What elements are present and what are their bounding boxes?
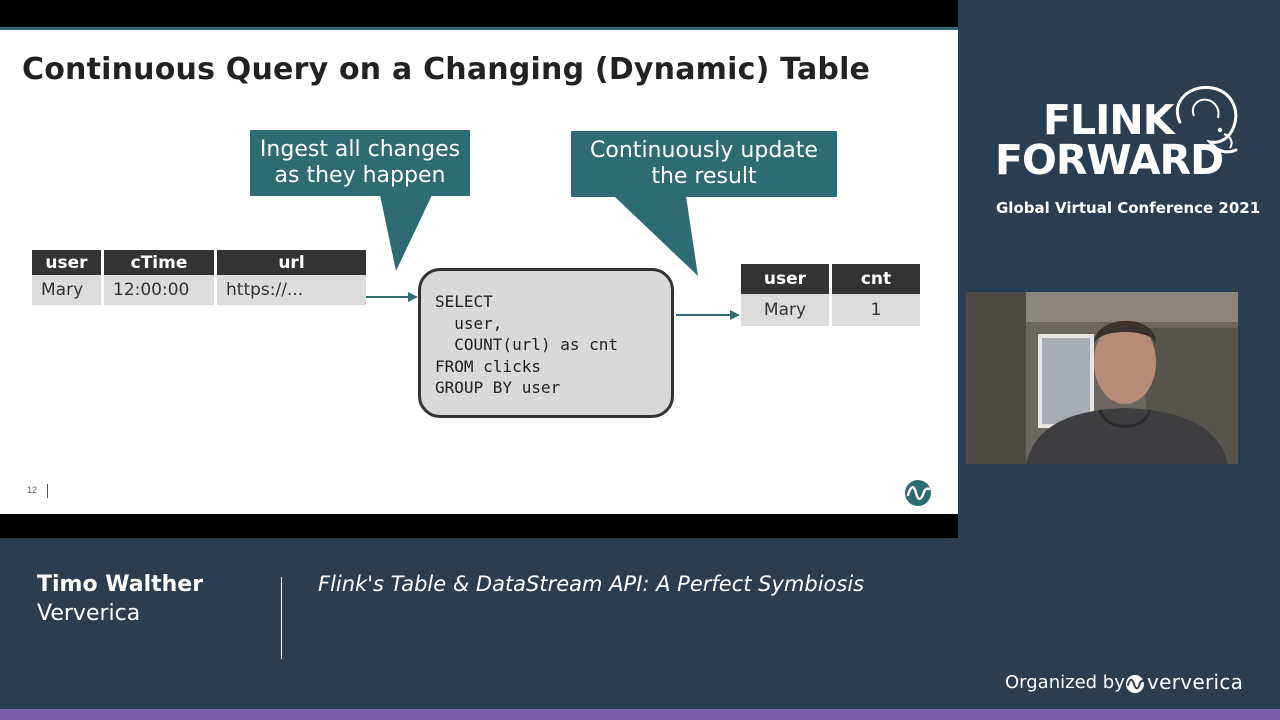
input-cell-ctime: 12:00:00 <box>104 275 214 305</box>
callout-update: Continuously update the result <box>571 131 837 197</box>
organized-by-label: Organized by <box>1005 672 1125 693</box>
speaker-company: Ververica <box>37 601 141 626</box>
output-cell-cnt: 1 <box>832 294 920 326</box>
ververica-organizer-icon <box>1126 675 1144 693</box>
slide-title: Continuous Query on a Changing (Dynamic)… <box>22 52 871 87</box>
page-number: 12 <box>27 485 38 495</box>
output-header-user: user <box>741 264 829 294</box>
page-number-divider <box>47 484 48 498</box>
output-header-cnt: cnt <box>832 264 920 294</box>
input-cell-url: https://... <box>217 275 366 305</box>
callout-ingest: Ingest all changes as they happen <box>250 130 470 196</box>
callout-update-line2: the result <box>651 164 757 189</box>
footer-divider <box>281 577 282 659</box>
sql-line-4: FROM clicks <box>435 356 541 376</box>
input-cell-user: Mary <box>32 275 101 305</box>
event-title-line2: FORWARD <box>995 136 1224 184</box>
callout-update-tail <box>614 196 698 276</box>
input-header-url: url <box>217 250 366 275</box>
video-letterbox-top <box>0 0 958 27</box>
squirrel-icon <box>1175 85 1238 154</box>
table-row: Mary 12:00:00 https://... <box>32 275 366 305</box>
sql-query-box: SELECT user, COUNT(url) as cnt FROM clic… <box>418 268 674 418</box>
callout-ingest-line1: Ingest all changes <box>259 137 461 162</box>
input-header-user: user <box>32 250 101 275</box>
bottom-accent-strip <box>0 709 1280 720</box>
table-row: Mary 1 <box>741 294 920 326</box>
event-subtitle: Global Virtual Conference 2021 <box>996 199 1261 217</box>
callout-update-line1: Continuously update <box>590 138 818 163</box>
input-header-ctime: cTime <box>104 250 214 275</box>
sql-code: SELECT user, COUNT(url) as cnt FROM clic… <box>435 291 618 399</box>
event-logo-text: FLINK FORWARD <box>995 96 1224 184</box>
input-table: user cTime url Mary 12:00:00 https://... <box>29 250 369 305</box>
speaker-name: Timo Walther <box>37 572 204 597</box>
callout-ingest-tail <box>380 195 432 271</box>
speaker-video-frame <box>966 292 1238 464</box>
sql-line-5: GROUP BY user <box>435 378 561 397</box>
arrow-into-query <box>366 292 418 302</box>
arrow-out-of-query <box>676 310 740 320</box>
sql-line-1: SELECT <box>435 292 493 311</box>
callout-ingest-line2: as they happen <box>274 163 446 188</box>
organizer-name: ververica <box>1147 670 1244 694</box>
sql-line-3: COUNT(url) as cnt <box>435 335 619 354</box>
presentation-slide: Continuous Query on a Changing (Dynamic)… <box>0 27 958 514</box>
sql-line-2: user, <box>435 313 503 333</box>
output-table: user cnt Mary 1 <box>738 264 923 326</box>
event-title-line1: FLINK <box>1043 96 1174 144</box>
speaker-webcam <box>966 292 1238 464</box>
ververica-logo-icon <box>905 480 931 506</box>
talk-title: Flink's Table & DataStream API: A Perfec… <box>318 572 865 596</box>
video-letterbox-bottom <box>0 514 958 538</box>
output-cell-user: Mary <box>741 294 829 326</box>
